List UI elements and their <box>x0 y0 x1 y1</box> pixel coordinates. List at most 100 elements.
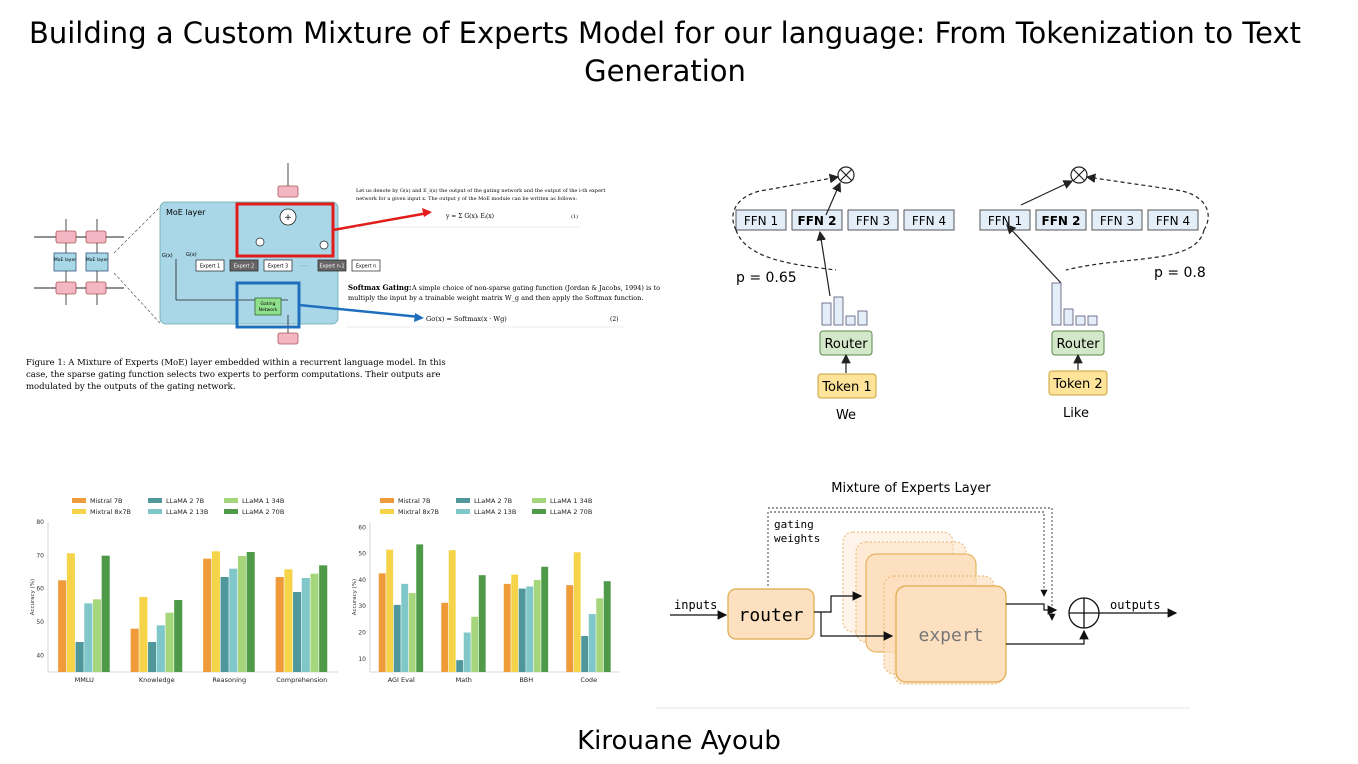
legend-swatch <box>380 509 394 514</box>
word-1-label: We <box>836 408 856 423</box>
bar <box>378 573 386 672</box>
left-probability: p = 0.65 <box>736 270 797 286</box>
y-tick-label: 10 <box>358 656 366 663</box>
bar <box>130 628 139 672</box>
ffn-box <box>791 209 843 231</box>
caption-line-1: Figure 1: A Mixture of Experts (MoE) lay… <box>26 357 446 368</box>
histogram-bar <box>821 302 832 326</box>
ffn-label: FFN 2 <box>798 214 837 228</box>
bar <box>84 603 93 672</box>
bar <box>456 660 464 672</box>
y-axis-label: Accuracy (%) <box>352 579 358 615</box>
expert-label: · · · <box>300 265 308 270</box>
small-block-label-2: MoE layer <box>86 257 108 263</box>
legend-swatch <box>532 498 546 503</box>
bar <box>503 583 511 672</box>
caption-line-2: case, the sparse gating function selects… <box>26 370 440 380</box>
y-tick-label: 60 <box>36 586 44 593</box>
bar <box>441 602 449 672</box>
left-router-histogram <box>821 296 868 326</box>
ffn-box <box>979 209 1031 231</box>
bar <box>588 614 596 672</box>
inputs-label: inputs <box>674 598 717 612</box>
y-tick-label: 80 <box>36 519 44 526</box>
bar <box>511 574 519 672</box>
y-axis-label: Accuracy (%) <box>30 579 36 615</box>
y-tick-label: 70 <box>36 552 44 559</box>
category-label: Comprehension <box>276 676 327 684</box>
legend-swatch <box>456 509 470 514</box>
token-2-label: Token 2 <box>1052 377 1102 392</box>
svg-text:network for a given input x. T: network for a given input x. The output … <box>356 196 577 202</box>
y-tick-label: 50 <box>358 551 366 558</box>
bar <box>237 556 247 672</box>
bar <box>408 593 416 672</box>
bar <box>101 555 110 672</box>
svg-text:+: + <box>284 213 292 223</box>
bar <box>386 549 394 672</box>
legend-swatch <box>148 498 162 503</box>
bar <box>533 579 541 672</box>
equation-2: Gσ(x) = Softmax(x · Wg) <box>426 315 507 323</box>
bar <box>301 578 310 672</box>
moe-layer-diagram: Mixture of Experts Layer gating weights … <box>656 474 1190 710</box>
gating-label-line2: weights <box>774 532 820 545</box>
y-tick-label: 40 <box>358 577 366 584</box>
softmax-text-1: A simple choice of non-sparse gating fun… <box>411 284 660 292</box>
legend-label: LLaMA 2 13B <box>474 508 516 516</box>
y-tick-label: 40 <box>36 652 44 659</box>
category-label: Code <box>580 676 597 684</box>
category-label: Math <box>456 676 472 684</box>
legend-label: LLaMA 2 7B <box>166 497 204 505</box>
bar <box>148 642 157 672</box>
ffn-box <box>1147 209 1199 231</box>
bar <box>393 604 401 672</box>
gating-label-line1: gating <box>774 518 814 531</box>
legend-swatch <box>72 498 86 503</box>
moe-diagram-title: Mixture of Experts Layer <box>831 481 991 496</box>
equation-2-number: (2) <box>610 316 619 323</box>
ffn-label: FFN 1 <box>988 214 1022 228</box>
legend-label: LLaMA 2 13B <box>166 508 208 516</box>
category-label: BBH <box>519 676 533 684</box>
expert-label: Expert n-1 <box>319 264 344 270</box>
expert-label: Expert 1 <box>200 264 220 270</box>
bar <box>220 577 229 672</box>
expert-box <box>263 259 293 272</box>
bar <box>246 552 255 672</box>
bar <box>526 586 534 672</box>
bar <box>573 552 581 672</box>
expert-box <box>229 259 259 272</box>
y-tick-label: 20 <box>358 630 366 637</box>
legend-label: LLaMA 1 34B <box>242 497 284 505</box>
right-router-label: Router <box>1056 337 1100 352</box>
bar <box>416 544 424 672</box>
bar <box>229 568 238 672</box>
y-tick-label: 60 <box>358 524 366 531</box>
page-title: Building a Custom Mixture of Experts Mod… <box>28 16 1302 88</box>
ffn-label: FFN 4 <box>1156 214 1190 228</box>
histogram-bar <box>1051 282 1062 326</box>
outputs-label: outputs <box>1110 598 1161 612</box>
ffn-box <box>847 209 899 231</box>
bar <box>566 585 574 672</box>
author-name: Kirouane Ayoub <box>577 726 781 756</box>
category-label: Reasoning <box>212 676 246 684</box>
histogram-bar <box>1063 308 1074 326</box>
histogram-bar <box>845 315 856 326</box>
ffn-box <box>1035 209 1087 231</box>
category-label: MMLU <box>75 676 95 684</box>
legend-swatch <box>224 498 238 503</box>
caption-line-3: modulated by the outputs of the gating n… <box>26 382 236 392</box>
bar <box>139 597 148 672</box>
moe-layer-label: MoE layer <box>166 208 206 217</box>
ffn-label: FFN 1 <box>744 214 778 228</box>
y-tick-label: 50 <box>36 619 44 626</box>
moe-paper-figure: MoE layer MoE layer MoE layer + G(x) G(x… <box>26 155 660 397</box>
expert-label: expert <box>918 625 983 646</box>
bar <box>518 588 526 672</box>
histogram-bar <box>1075 315 1086 326</box>
